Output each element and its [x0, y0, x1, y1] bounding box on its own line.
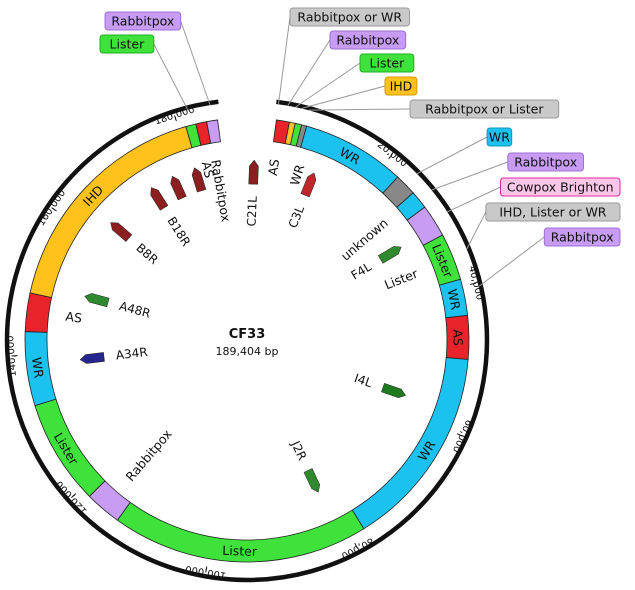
gene-arrow [191, 167, 207, 193]
tick-label: 180,000 [153, 104, 196, 127]
callout-leader-line [447, 186, 501, 213]
gene-arrow [248, 159, 259, 185]
gene-arrow [84, 293, 110, 308]
callout-label: IHD [390, 79, 413, 94]
gene-arrow [110, 222, 133, 242]
callout-box [486, 127, 513, 147]
segment-label: AS [450, 329, 465, 346]
gene-marker [150, 187, 169, 211]
callout-leader-line [416, 136, 488, 174]
callout-label: Lister [110, 37, 146, 52]
callout-leader-line [301, 85, 386, 109]
inner-segment-label: AS [199, 160, 217, 179]
gene-marker [191, 167, 207, 193]
gene-label: A34R [115, 345, 148, 363]
inner-segment-label: AS [265, 158, 282, 177]
gene-marker [300, 172, 317, 198]
segment-label: WR [29, 356, 47, 379]
gene-arrow [150, 187, 169, 211]
segment-label: Lister [222, 543, 258, 559]
callout-label: Rabbitpox [111, 14, 174, 29]
inner-segment-label: WR [287, 162, 308, 187]
genome-length: 189,404 bp [216, 345, 279, 358]
segment-label: WR [445, 288, 464, 312]
callout-box [289, 7, 410, 27]
gene-label: J2R [288, 438, 309, 463]
callout-box [543, 227, 621, 247]
callout-leader-line [180, 20, 211, 106]
gene-marker [84, 293, 110, 308]
callout-label: IHD, Lister or WR [499, 205, 606, 220]
tick-mark [71, 493, 77, 499]
tick-label: 40,000 [466, 265, 485, 302]
gene-arrow [170, 175, 187, 201]
callout-label: Rabbitpox [336, 33, 399, 48]
gene-arrow [300, 172, 317, 198]
callout-leader-line [308, 108, 411, 111]
callout-label: Cowpox Brighton [507, 180, 614, 195]
tick-label: 100,000 [185, 563, 228, 581]
inner-segment-label: Lister [382, 265, 421, 292]
tick-mark [456, 433, 463, 437]
gene-arrow [381, 383, 406, 399]
tick-mark [174, 115, 177, 122]
inner-segment-label: AS [65, 309, 83, 326]
callout-leader-line [277, 16, 291, 105]
inner-segment-label: Rabbitpox [122, 426, 174, 484]
gene-label: C3L [286, 203, 308, 230]
callout-label: Rabbitpox or Lister [425, 102, 544, 117]
gene-label: B8R [133, 241, 160, 267]
gene-marker [110, 222, 133, 242]
gene-marker [377, 246, 402, 264]
callout-box [99, 34, 155, 54]
tick-mark [354, 542, 359, 549]
gene-arrow [79, 352, 105, 364]
tick-mark [51, 207, 57, 212]
callout-label: Rabbitpox [514, 155, 577, 170]
gene-marker [303, 468, 321, 493]
backbone-arc [4, 99, 490, 583]
callout-leader-line [287, 39, 331, 106]
callout-leader-line [431, 161, 508, 191]
callout-leader-line [295, 62, 361, 108]
tick-mark [205, 566, 208, 573]
gene-marker [170, 175, 187, 201]
inner-segment-label: Rabbitpox [208, 158, 234, 223]
callout-leader-line [466, 211, 487, 250]
ring-segment [24, 292, 53, 333]
tick-label: 60,000 [450, 418, 474, 454]
callout-leader-line [153, 43, 189, 110]
gene-label: A48R [118, 299, 152, 321]
callout-leader-line [478, 236, 545, 287]
gene-label: I4L [352, 371, 374, 390]
callout-label: Lister [370, 56, 406, 71]
gene-label: F4L [349, 260, 375, 283]
callout-box [485, 202, 621, 222]
callout-label: Rabbitpox or WR [297, 10, 402, 25]
gene-arrow [303, 468, 321, 493]
gene-label: C21L [245, 196, 260, 227]
callout-box [384, 76, 418, 96]
gene-marker [381, 383, 406, 399]
gene-label: B18R [164, 214, 193, 248]
gene-marker [248, 159, 259, 185]
callout-box [329, 30, 407, 50]
ring-segment [206, 119, 221, 144]
genome-name: CF33 [229, 327, 266, 342]
callout-box [359, 53, 415, 73]
callout-box [507, 152, 585, 172]
callout-label: Rabbitpox [551, 230, 614, 245]
gene-marker [79, 352, 105, 364]
callout-label: WR [489, 130, 510, 145]
callout-box [104, 11, 182, 31]
tick-mark [388, 153, 393, 160]
tick-mark [470, 282, 477, 285]
gene-arrow [377, 246, 402, 264]
tick-label: 140,000 [5, 335, 19, 377]
callout-box [500, 177, 621, 197]
callout-box [409, 99, 560, 119]
